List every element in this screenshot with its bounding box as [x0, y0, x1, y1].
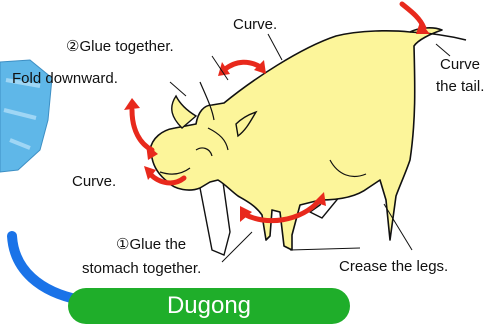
leader-crease-legs-b — [289, 247, 361, 251]
leader-curve-tail — [435, 43, 451, 57]
label-glue-stomach-line2: stomach together. — [82, 260, 202, 277]
label-curve-head: Curve. — [72, 173, 117, 190]
banner-title: Dugong — [166, 292, 252, 319]
leader-fold-downward — [169, 81, 187, 97]
leader-glue-stomach — [221, 231, 253, 263]
leader-lines — [169, 33, 451, 263]
arrow-glue-stomach — [241, 197, 323, 224]
label-curve-top: Curve. — [233, 16, 278, 33]
leader-curve-top — [267, 33, 283, 61]
label-crease-legs: Crease the legs. — [339, 258, 449, 275]
label-glue-stomach-line1: ①Glue the — [116, 236, 187, 253]
arrow-heads — [124, 22, 430, 222]
leader-crease-legs-a — [383, 203, 413, 251]
label-curve-tail-line1: Curve — [440, 56, 481, 73]
leader-glue-together — [211, 55, 229, 81]
blue-bucket-illustration — [0, 59, 53, 173]
title-banner: Dugong — [68, 288, 350, 324]
label-curve-tail-line2: the tail. — [436, 78, 485, 95]
cow-body — [149, 27, 467, 251]
label-glue-together: ②Glue together. — [66, 38, 174, 55]
arrow-curve-head — [147, 171, 187, 186]
arrow-fold-down — [129, 107, 155, 153]
label-fold-downward: Fold downward. — [12, 70, 118, 87]
